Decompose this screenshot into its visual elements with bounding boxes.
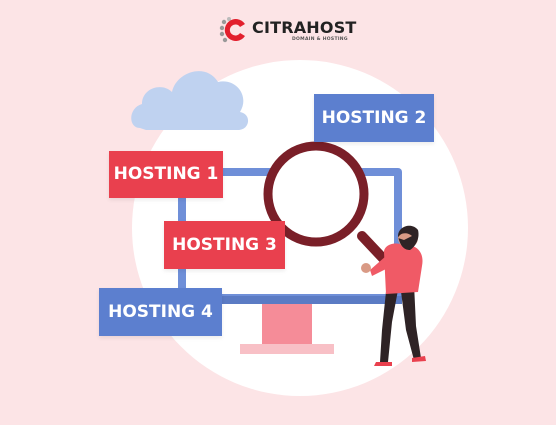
hosting-4-label: HOSTING 4 xyxy=(99,288,222,336)
person-illustration xyxy=(361,225,426,366)
cloud-illustration xyxy=(131,71,249,130)
hosting-1-label: HOSTING 1 xyxy=(109,151,223,198)
citrahost-logo-icon xyxy=(219,17,245,43)
hosting-3-label: HOSTING 3 xyxy=(164,221,285,269)
hosting-2-label: HOSTING 2 xyxy=(314,94,434,142)
brand-tagline: DOMAIN & HOSTING xyxy=(292,37,348,42)
brand-logo: CITRAHOST DOMAIN & HOSTING xyxy=(218,14,356,46)
brand-name: CITRAHOST xyxy=(252,18,357,37)
